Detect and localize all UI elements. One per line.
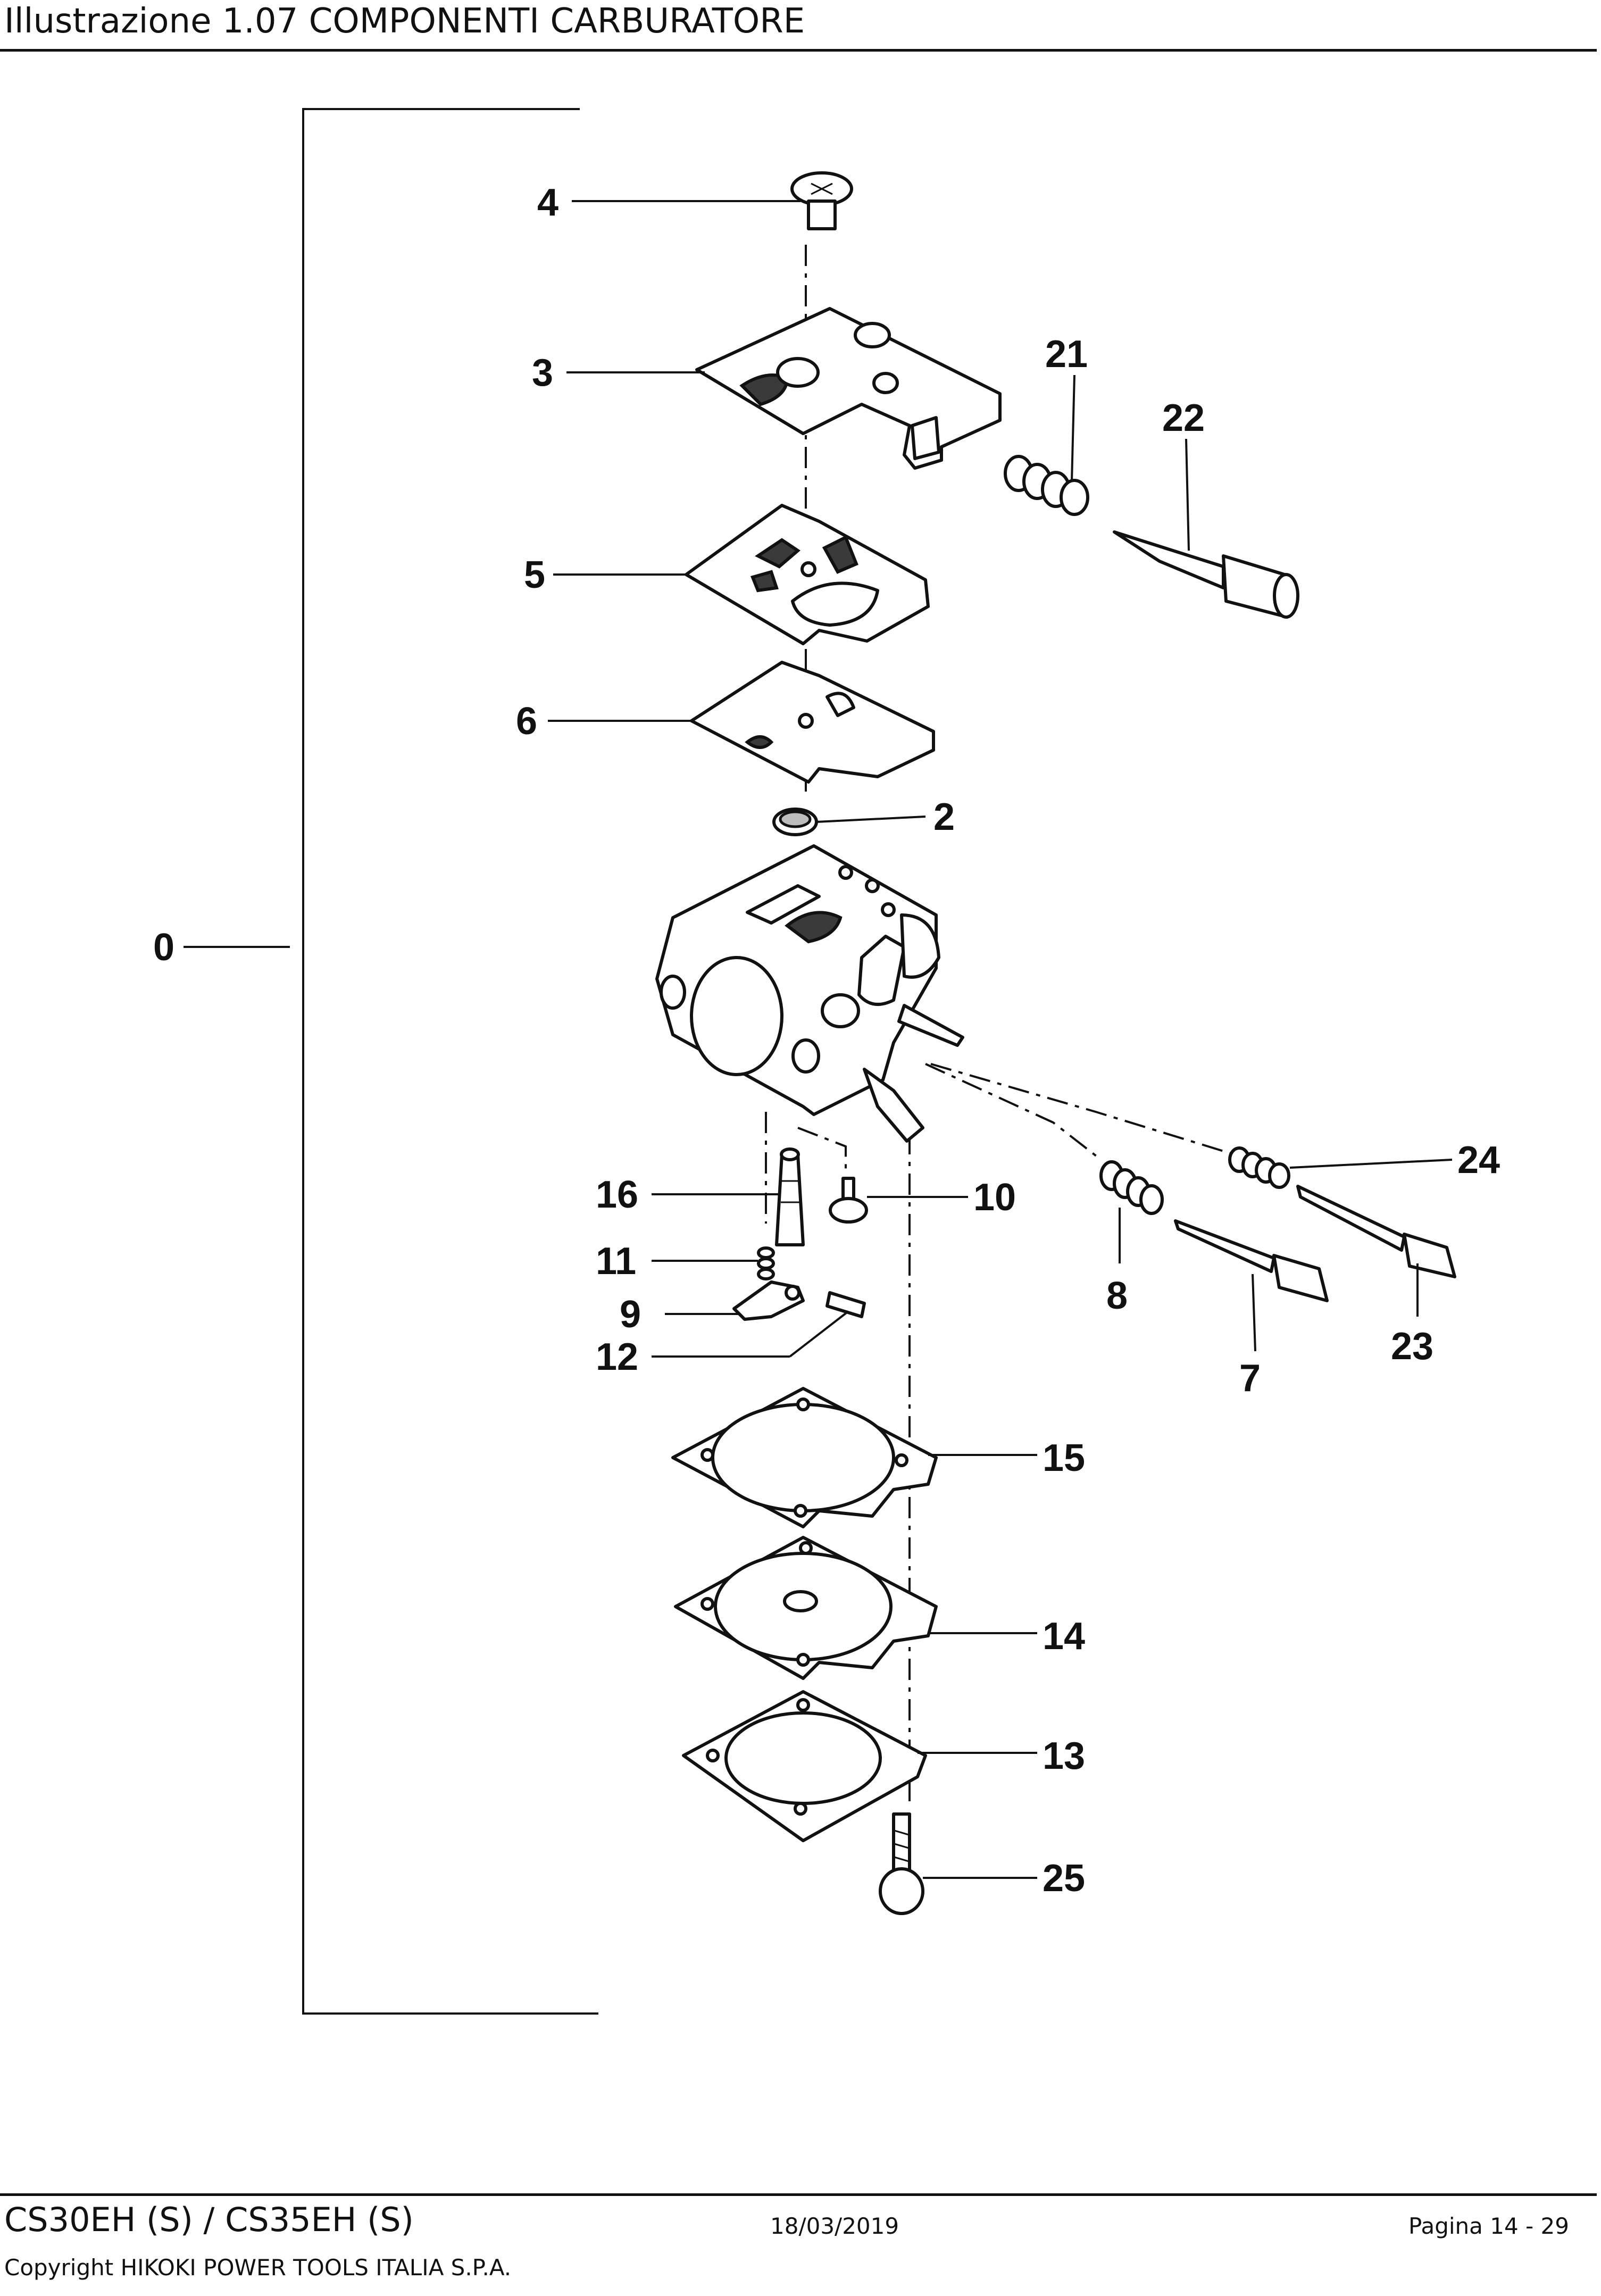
callout-25: 25 [1043,1857,1085,1900]
carburetor-body [655,844,964,1143]
callout-13: 13 [1043,1735,1085,1777]
footer-date: 18/03/2019 [770,2213,899,2239]
callout-0: 0 [153,926,174,969]
bracket-line [302,108,598,2015]
page-title: Illustrazione 1.07 COMPONENTI CARBURATOR… [4,2,805,41]
footer-page-number: Pagina 14 - 29 [1408,2213,1569,2239]
leader-24 [1289,1159,1453,1169]
part-5-gasket [685,504,930,645]
part-16-inlet-needle [775,1147,805,1246]
leader-7 [1252,1274,1256,1352]
part-24-spring [1228,1146,1290,1189]
leader-12b [789,1310,849,1358]
callout-6: 6 [516,700,537,743]
part-6-diaphragm [690,661,935,784]
callout-5: 5 [524,554,545,596]
callout-4: 4 [537,181,558,224]
callout-labels: 4 3 21 22 5 6 2 0 16 10 11 9 12 8 24 7 2… [153,181,1500,1900]
header-divider [0,49,1597,52]
part-9-lever [732,1280,805,1321]
footer-copyright: Copyright HIKOKI POWER TOOLS ITALIA S.P.… [4,2255,512,2281]
part-4-screw [790,171,853,230]
page-header: Illustrazione 1.07 COMPONENTI CARBURATOR… [0,0,1601,52]
callout-24: 24 [1457,1139,1500,1182]
callout-9: 9 [620,1293,641,1336]
part-10-screw [829,1177,868,1224]
part-12-pin [825,1291,866,1318]
part-25-screw [879,1812,924,1915]
part-14-diaphragm [674,1536,938,1680]
leader-22 [1185,438,1190,551]
footer-divider [0,2193,1597,2196]
exploded-parts-diagram: 4 3 21 22 5 6 2 0 16 10 11 9 12 8 24 7 2… [153,108,1500,2015]
part-11-spring [757,1246,775,1280]
part-8-spring [1099,1160,1164,1215]
callout-11: 11 [596,1240,636,1283]
part-15-gasket [671,1387,938,1528]
callout-12: 12 [596,1336,638,1378]
footer-model: CS30EH (S) / CS35EH (S) [4,2200,414,2239]
callout-7: 7 [1239,1357,1261,1400]
part-2-screen [772,808,818,836]
callout-14: 14 [1043,1615,1085,1658]
leader-21 [1071,375,1075,482]
callout-22: 22 [1162,397,1205,439]
leader-lines [548,200,1453,1879]
axis-10 [797,1127,847,1176]
part-13-cover [682,1690,927,1842]
part-23-needle [1296,1185,1456,1278]
axis-8 [925,1063,1102,1161]
leader-2 [816,816,926,823]
assembly-bracket [184,108,598,2015]
callout-15: 15 [1043,1437,1085,1479]
axis-24 [930,1063,1235,1155]
part-22-needle [1113,530,1299,619]
part-7-needle [1174,1219,1329,1302]
callout-16: 16 [596,1174,638,1216]
callout-8: 8 [1106,1275,1128,1317]
callout-21: 21 [1045,333,1088,376]
part-21-spring [1004,455,1089,516]
part-3-cover [695,307,1002,470]
callout-10: 10 [973,1176,1016,1219]
callout-23: 23 [1391,1325,1433,1368]
callout-3: 3 [532,352,553,394]
callout-2: 2 [933,796,955,838]
